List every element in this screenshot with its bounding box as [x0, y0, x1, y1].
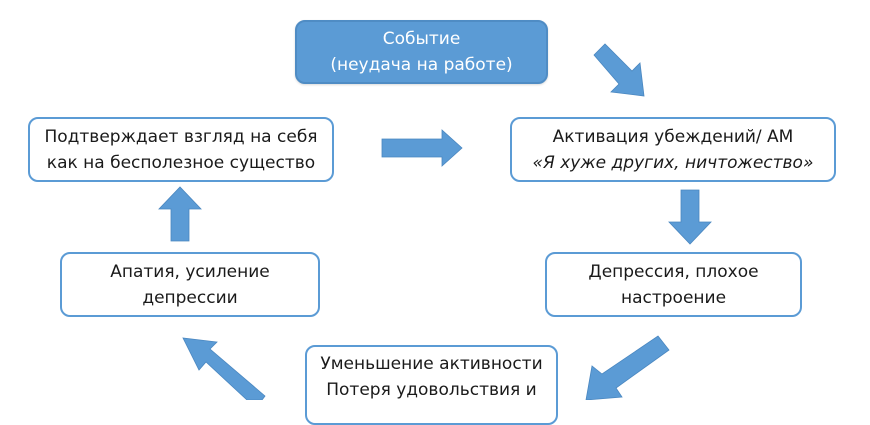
arrow-event-to-belief [593, 43, 645, 97]
arrow-confirm-to-belief [381, 129, 463, 167]
node-event: Событие (неудача на работе) [295, 20, 548, 84]
arrow-apathy-to-confirm [158, 186, 202, 242]
node-activity-line-2: Потеря удовольствия и [326, 380, 537, 400]
node-belief-line-1: Активация убеждений/ АМ [552, 126, 794, 147]
node-belief-activation: Активация убеждений/ АМ «Я хуже других, … [510, 117, 836, 182]
arrow-depression-to-activity [585, 335, 670, 400]
node-belief-line-2: «Я хуже других, ничтожество» [532, 152, 814, 173]
node-confirm-line-2: как на бесполезное существо [46, 152, 316, 173]
node-apathy-line-2: депрессии [142, 287, 238, 308]
node-depression: Депрессия, плохое настроение [545, 252, 802, 317]
node-activity-line-1: Уменьшение активности [320, 354, 543, 374]
node-apathy: Апатия, усиление депрессии [60, 252, 320, 317]
node-apathy-line-1: Апатия, усиление [110, 261, 270, 282]
node-depression-line-2: настроение [620, 287, 727, 308]
node-event-line-1: Событие [382, 29, 461, 49]
node-confirm-line-1: Подтверждает взгляд на себя [44, 126, 318, 147]
arrow-belief-to-depression [668, 189, 712, 245]
node-activity-reduction: Уменьшение активности Потеря удовольстви… [305, 345, 558, 425]
node-confirms-self-view: Подтверждает взгляд на себя как на беспо… [28, 117, 334, 182]
node-depression-line-1: Депрессия, плохое [588, 261, 759, 282]
node-event-line-2: (неудача на работе) [330, 55, 513, 75]
arrow-activity-to-apathy [182, 337, 266, 400]
arrows-layer [158, 43, 712, 400]
